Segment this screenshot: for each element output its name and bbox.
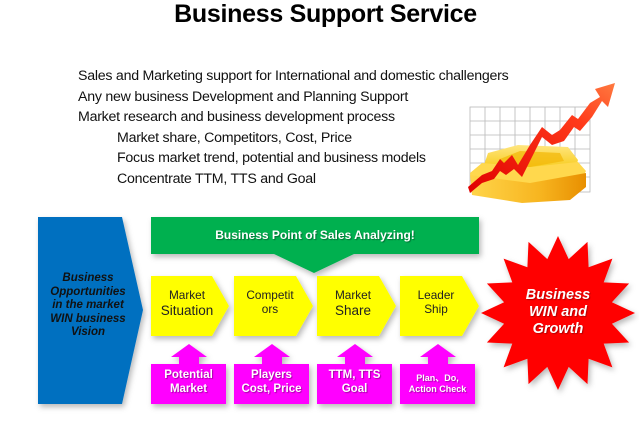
vision-line-2: Opportunities [50, 285, 126, 298]
sub-bullet-2: Focus market trend, potential and busine… [117, 150, 426, 166]
vision-text: Business Opportunities in the market WIN… [38, 272, 138, 340]
step-4-label: Leader Ship [400, 288, 472, 317]
callout-3-line2: Goal [341, 382, 368, 395]
page-title: Business Support Service [174, 0, 477, 28]
callout-3-line1: TTM, TTS [328, 369, 381, 381]
step-2-line1: Competit [246, 288, 294, 302]
step-leadership [400, 276, 479, 336]
step-shapes [151, 276, 479, 336]
step-market-share [317, 276, 396, 336]
callout-potential-market [151, 344, 226, 404]
callout-4-line2: Action Check [408, 383, 467, 394]
callout-1-line2: Market [169, 382, 208, 395]
step-competitors [234, 276, 313, 336]
callout-1-label: Potential Market [151, 369, 226, 396]
vision-line-5: Vision [70, 326, 106, 339]
analysis-banner [151, 217, 479, 273]
step-4-line1: Leader [417, 288, 455, 302]
vision-line-4: WIN business [50, 312, 126, 325]
step-3-label: Market Share [317, 288, 389, 319]
step-1-line2: Situation [160, 302, 214, 318]
callout-2-label: Players Cost, Price [234, 369, 309, 396]
sub-bullet-1: Market share, Competitors, Cost, Price [117, 130, 352, 146]
callout-players [234, 344, 309, 404]
bullet-1: Sales and Marketing support for Internat… [78, 68, 509, 84]
step-2-label: Competit ors [234, 288, 306, 317]
step-3-line1: Market [334, 288, 372, 302]
step-1-line1: Market [168, 288, 206, 302]
result-line-2: WIN and [529, 304, 587, 321]
step-1-label: Market Situation [151, 288, 223, 319]
callout-2-line2: Cost, Price [241, 382, 302, 395]
callout-shapes [151, 344, 475, 404]
bullet-2: Any new business Development and Plannin… [78, 89, 409, 105]
growth-arrow [468, 83, 615, 193]
step-market-situation [151, 276, 229, 336]
callout-4-label: Plan、Do, Action Check [400, 373, 475, 394]
step-3-line2: Share [334, 302, 372, 318]
bullet-3: Market research and business development… [78, 109, 395, 125]
vision-pentagon [38, 217, 143, 404]
callout-plan-do [400, 344, 475, 404]
callout-3-label: TTM, TTS Goal [317, 369, 392, 396]
vision-line-1: Business [62, 272, 114, 284]
result-line-3: Growth [532, 321, 584, 338]
vision-line-3: in the market [52, 299, 124, 312]
step-2-line2: ors [261, 301, 279, 316]
step-4-line2: Ship [424, 301, 448, 316]
result-label: Business WIN and Growth [508, 287, 608, 338]
sub-bullet-3: Concentrate TTM, TTS and Goal [117, 171, 316, 187]
growth-chart-icon [468, 83, 615, 203]
banner-label: Business Point of Sales Analyzing! [215, 228, 415, 242]
callout-ttm [317, 344, 392, 404]
result-starburst [481, 236, 635, 390]
callout-4-line1: Plan、Do, [416, 373, 459, 383]
callout-2-line1: Players [251, 369, 292, 381]
callout-1-line1: Potential [164, 369, 213, 381]
result-line-1: Business [525, 287, 591, 303]
